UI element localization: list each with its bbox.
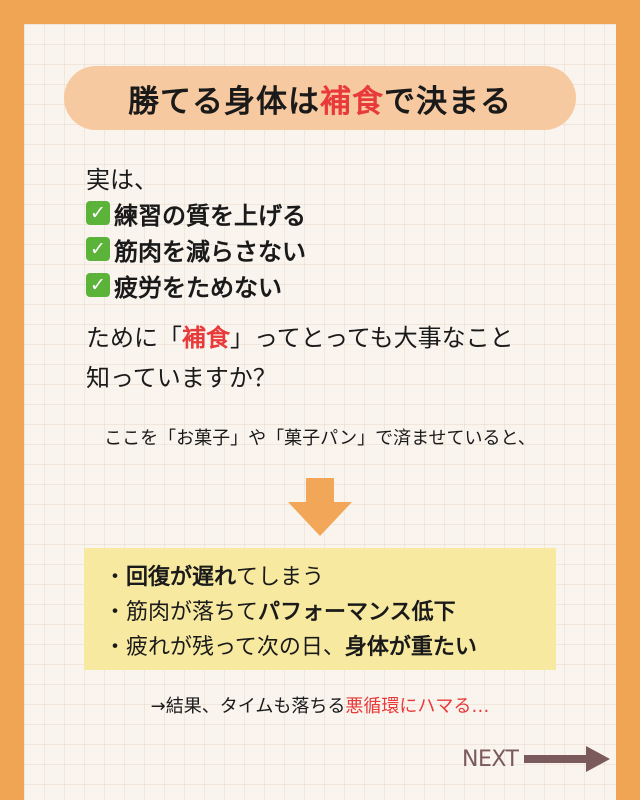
- check-item-label: 筋肉を減らさない: [114, 237, 306, 266]
- effect-item: ・回復が遅れてしまう: [104, 560, 556, 595]
- effects-box: ・回復が遅れてしまう ・筋肉が落ちてパフォーマンス低下 ・疲れが残って次の日、身…: [84, 548, 556, 670]
- check-icon: ✓: [86, 237, 110, 261]
- effect-bold: パフォーマンス低下: [258, 600, 456, 625]
- check-item-label: 練習の質を上げる: [114, 201, 306, 230]
- result-text: →結果、タイムも落ちる: [150, 696, 346, 717]
- bullet: ・: [104, 565, 127, 590]
- check-item-label: 疲労をためない: [114, 273, 282, 302]
- bullet: ・: [104, 635, 127, 660]
- down-arrow-icon: [288, 478, 352, 536]
- para-line-1: ために「補食」ってとっても大事なこと: [86, 318, 514, 358]
- check-icon: ✓: [86, 273, 110, 297]
- title-before: 勝てる身体は: [128, 83, 320, 120]
- intro-text: 実は、: [86, 166, 158, 194]
- title-after: で決まる: [384, 83, 512, 120]
- question-paragraph: ために「補食」ってとっても大事なこと 知っていますか？: [86, 318, 514, 398]
- title-highlight: 補食: [320, 83, 384, 120]
- next-button[interactable]: NEXT: [462, 744, 611, 774]
- card: [24, 24, 616, 800]
- check-icon: ✓: [86, 201, 110, 225]
- page-title: 勝てる身体は補食で決まる: [64, 66, 576, 130]
- para-highlight: 補食: [182, 324, 230, 352]
- effect-text: 筋肉が落ちて: [126, 600, 259, 625]
- check-item: ✓ 練習の質を上げる: [86, 196, 306, 230]
- check-item: ✓ 筋肉を減らさない: [86, 232, 306, 266]
- result-line: →結果、タイムも落ちる悪循環にハマる…: [0, 692, 640, 718]
- checklist: ✓ 練習の質を上げる ✓ 筋肉を減らさない ✓ 疲労をためない: [86, 196, 306, 304]
- effect-item: ・疲れが残って次の日、身体が重たい: [104, 630, 556, 665]
- check-item: ✓ 疲労をためない: [86, 268, 306, 302]
- effect-text: てしまう: [236, 565, 325, 590]
- next-label: NEXT: [462, 746, 519, 772]
- effect-item: ・筋肉が落ちてパフォーマンス低下: [104, 595, 556, 630]
- effect-bold: 回復が遅れ: [126, 565, 237, 590]
- para-text: 」ってとっても大事なこと: [230, 324, 514, 352]
- para-text: ために「: [86, 324, 182, 352]
- effect-bold: 身体が重たい: [344, 635, 477, 660]
- para-line-2: 知っていますか？: [86, 364, 277, 392]
- result-highlight: 悪循環にハマる…: [345, 696, 490, 717]
- right-arrow-icon: [524, 746, 611, 772]
- effect-text: 疲れが残って次の日、: [126, 635, 345, 660]
- bullet: ・: [104, 600, 127, 625]
- sweets-line: ここを「お菓子」や「菓子パン」で済ませていると、: [104, 428, 536, 449]
